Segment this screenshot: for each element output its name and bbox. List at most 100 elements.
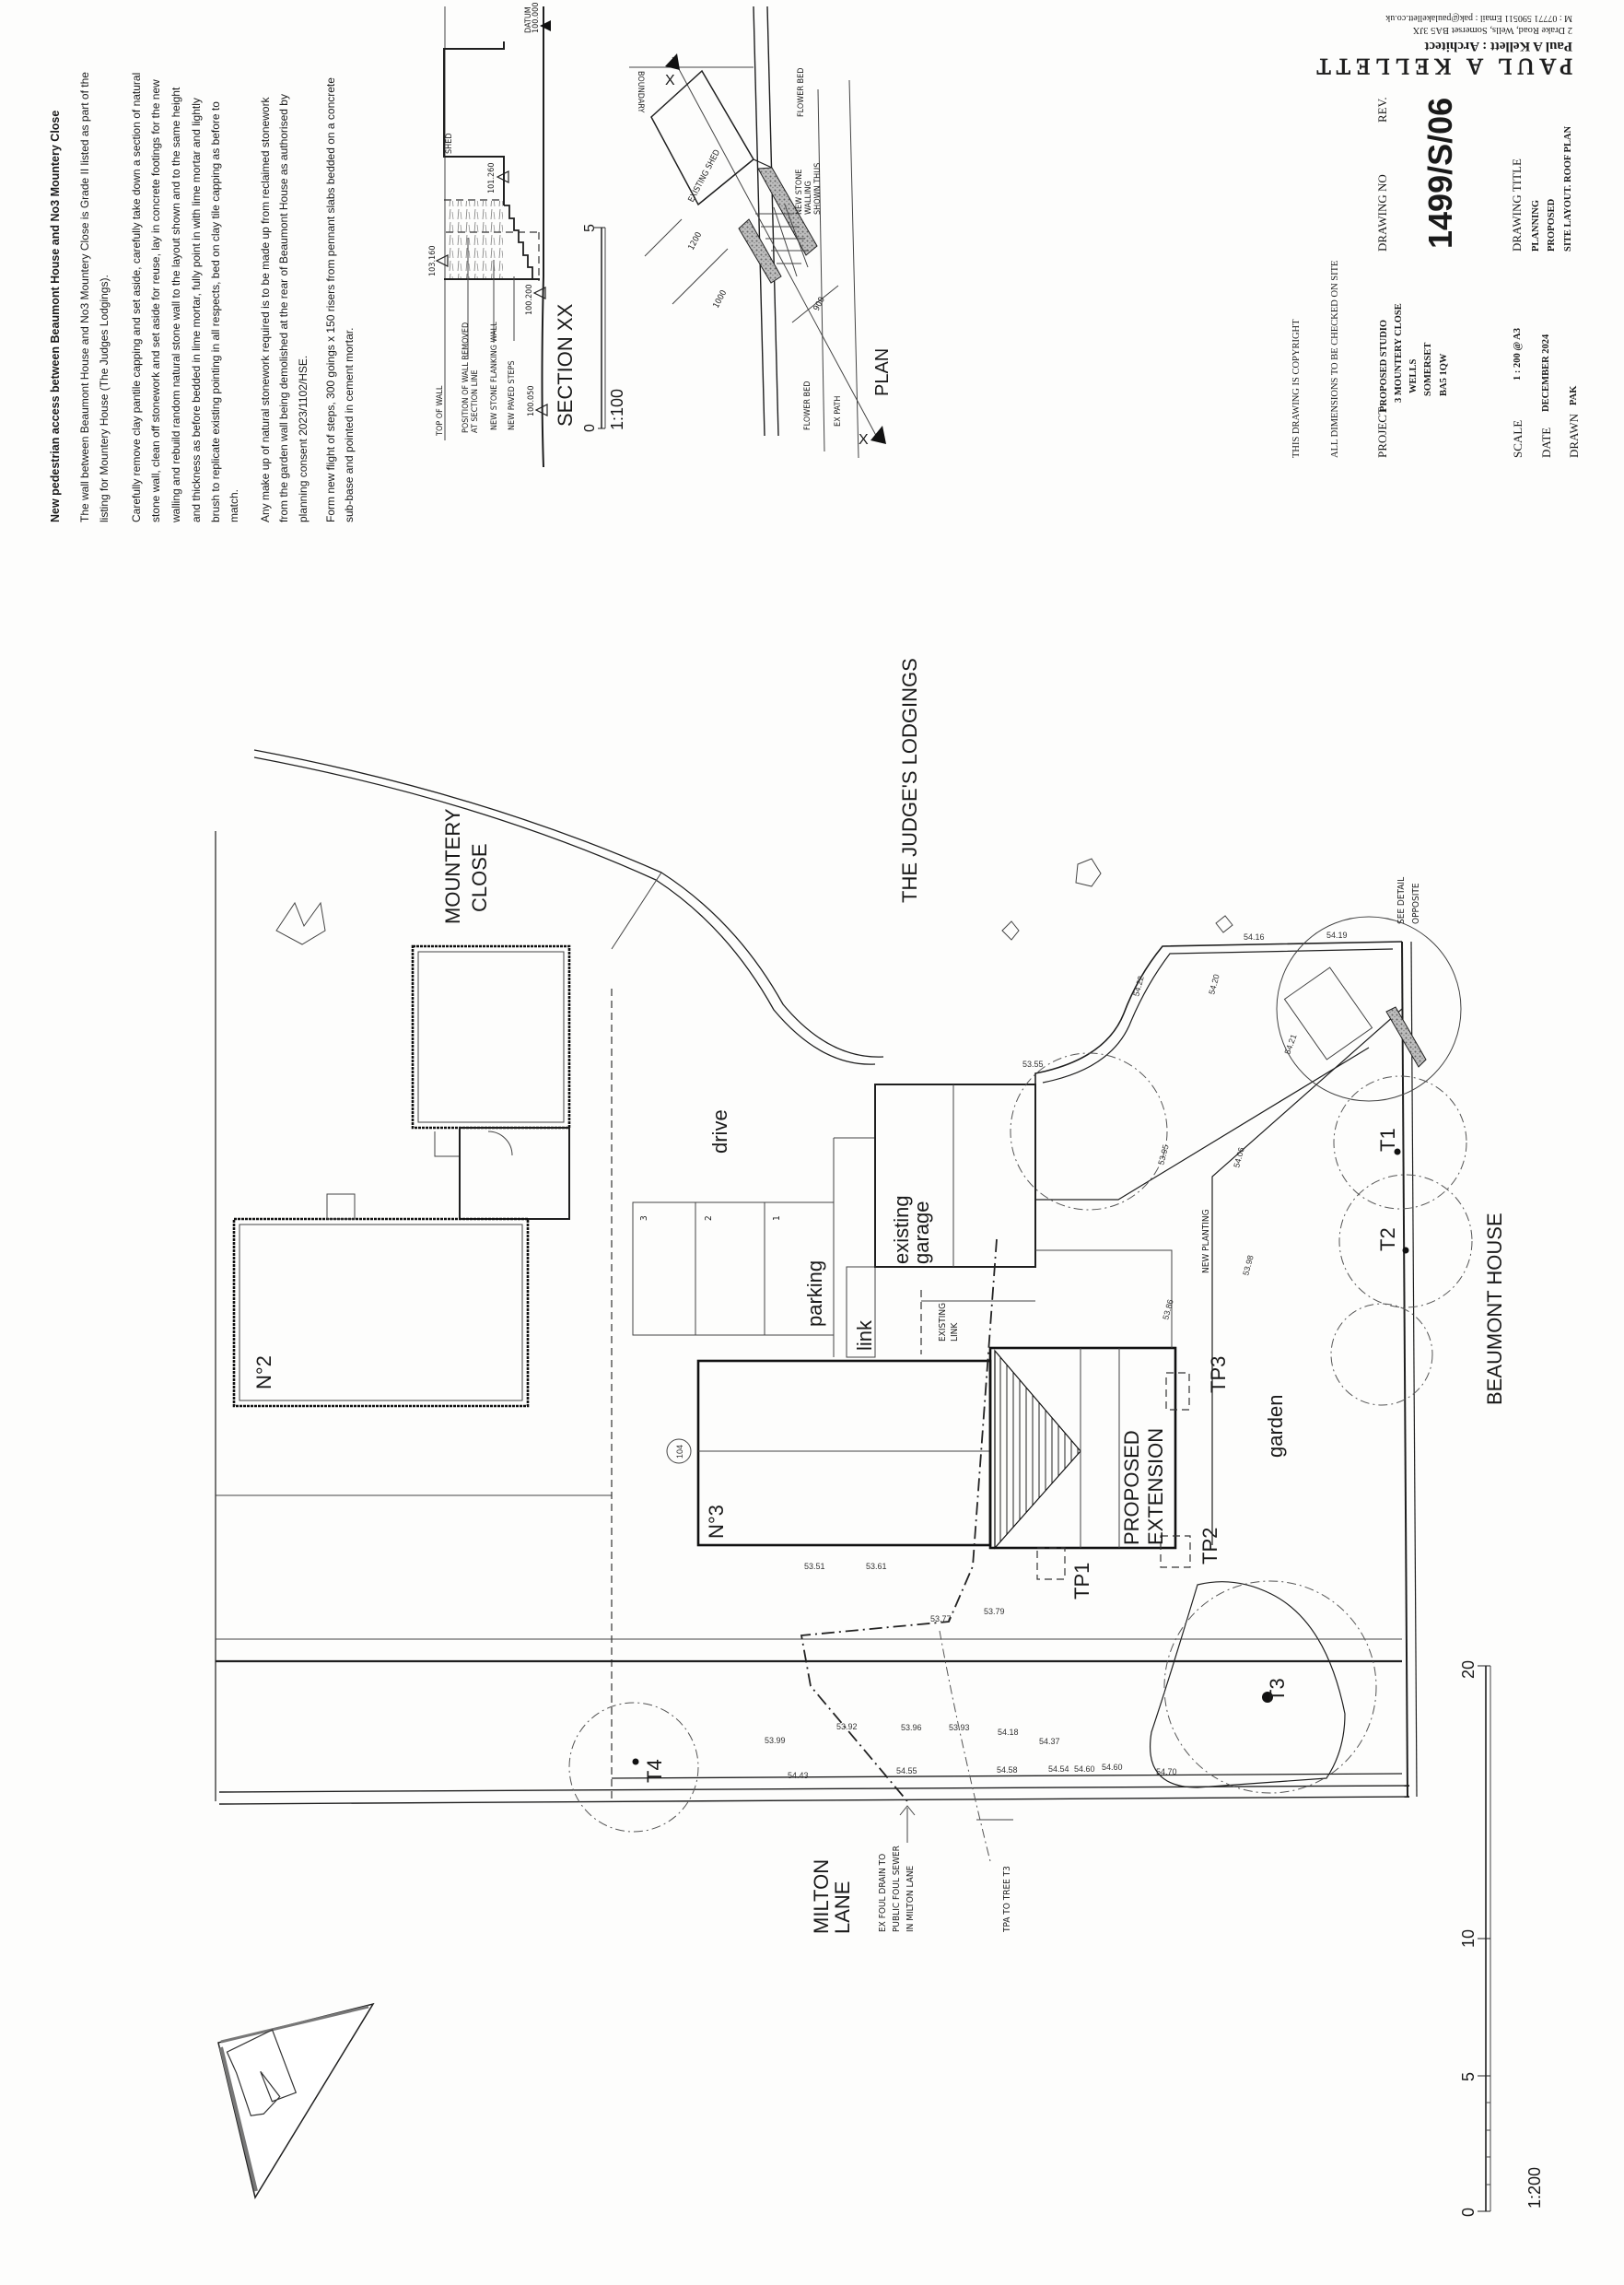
section-marker-icon <box>665 53 680 70</box>
notes-line: stone wall, clean off stonework and set … <box>149 79 162 522</box>
label-flanking-wall: NEW STONE FLANKING WALL <box>490 322 499 430</box>
drawn-label: DRAWN <box>1567 413 1581 458</box>
copyright-note: THIS DRAWING IS COPYRIGHT <box>1291 319 1302 458</box>
level-104-marker <box>666 1438 692 1464</box>
scale-ratio: 1:200 <box>1525 2167 1544 2209</box>
notes-paragraph-4: Form new flight of steps, 300 goings x 1… <box>324 77 356 522</box>
spot-level: 53.61 <box>866 1562 887 1571</box>
shrub-icons <box>275 858 1233 945</box>
spot-level: 54.16 <box>1244 932 1265 942</box>
notes-paragraph-3: Any make up of natural stonework require… <box>259 94 310 522</box>
detail-callout-circle <box>1276 916 1462 1102</box>
project-line: BA5 1QW <box>1439 353 1449 396</box>
building-no3 <box>696 1359 992 1547</box>
project-line: WELLS <box>1408 358 1419 393</box>
spot-level: 54.55 <box>896 1766 917 1775</box>
drawing-title-line: PROPOSED <box>1547 198 1557 252</box>
label-foul-drain: PUBLIC FOUL SEWER <box>892 1846 902 1932</box>
spot-level: 54.54 <box>1048 1764 1069 1774</box>
level-marker-icon <box>496 170 509 183</box>
plan-detail: X X BOUNDARY EXISTING SHED FLOWER BED NE… <box>629 6 893 459</box>
drawn-value: PAK <box>1569 385 1579 405</box>
tree-canopies <box>568 916 1473 1833</box>
existing-garage <box>874 1084 1036 1268</box>
spot-level: 54.70 <box>1156 1767 1177 1776</box>
parking-bay-number: 1 <box>772 1215 782 1221</box>
spot-level: 54.06 <box>1232 1146 1245 1168</box>
spot-level: 54.43 <box>788 1771 809 1780</box>
label-datum-value: 100.000 <box>532 3 541 33</box>
drawing-no-label: DRAWING NO <box>1375 174 1389 252</box>
label-boundary: BOUNDARY <box>636 71 645 112</box>
foul-drain-route <box>800 1238 998 1802</box>
garden-path <box>1150 1581 1346 1788</box>
wall-removed-area <box>446 201 503 280</box>
label-judges-lodgings: THE JUDGE'S LODGINGS <box>898 658 921 903</box>
beaumont-boundary <box>1401 941 1408 1798</box>
label-milton-lane: LANE <box>831 1881 854 1934</box>
date-value: DECEMBER 2024 <box>1541 334 1551 412</box>
label-tree-t1: T1 <box>1376 1128 1399 1152</box>
plan-title: PLAN <box>872 348 893 396</box>
scale-tick-label: 0 <box>1459 2208 1478 2217</box>
label-existing-shed: EXISTING SHED <box>687 148 722 204</box>
label-flower-bed: FLOWER BED <box>803 381 812 430</box>
spot-level: 53.77 <box>930 1614 952 1623</box>
tree-t2-canopy <box>1338 1174 1473 1308</box>
spot-level: 54.21 <box>1282 1033 1298 1056</box>
label-foul-drain: IN MILTON LANE <box>905 1865 916 1932</box>
proposed-extension <box>988 1346 1177 1550</box>
tp3-box <box>1165 1372 1190 1411</box>
link-building <box>459 1127 570 1220</box>
label-wall-removed: AT SECTION LINE <box>471 369 480 433</box>
building-no2 <box>232 1217 530 1408</box>
tree-t1-canopy <box>1333 1075 1467 1210</box>
label-tp2: TP2 <box>1198 1528 1221 1564</box>
notes-line: from the garden wall being demolished at… <box>277 94 290 522</box>
notes-line: walling and rebuild random natural stone… <box>169 87 182 523</box>
title-block: PAUL A KELLETT Paul A Kellett : Architec… <box>1291 13 1581 458</box>
drawing-title-line: SITE LAYOUT. ROOF PLAN <box>1563 125 1573 252</box>
tree-t4-canopy <box>568 1702 699 1833</box>
scale-label: SCALE <box>1511 420 1525 458</box>
scale-tick-label: 5 <box>582 224 598 232</box>
shed-outline <box>443 41 505 205</box>
label-existing-garage: garage <box>910 1201 933 1264</box>
spot-level: 53.96 <box>901 1723 922 1732</box>
label-top-of-wall: TOP OF WALL <box>436 385 445 437</box>
label-proposed-extension: EXTENSION <box>1144 1428 1167 1545</box>
drawing-title-label: DRAWING TITLE <box>1510 158 1524 252</box>
practice-contact: M : 07771 590511 Email : pak@paulakellet… <box>1385 13 1572 23</box>
drawing-title: PLANNING PROPOSED SITE LAYOUT. ROOF PLAN <box>1531 125 1573 252</box>
label-new-walling: NEW STONE <box>795 170 804 215</box>
dimension-label: 900 <box>812 296 827 312</box>
spot-level: 53.95 <box>1156 1143 1170 1166</box>
label-new-walling: SHOWN THUS <box>813 163 823 215</box>
notes-line: sub-base and pointed in cement mortar. <box>343 328 356 522</box>
section-xx: TOP OF WALL POSITION OF WALL REMOVED AT … <box>428 3 626 468</box>
project-label: PROJECT <box>1375 407 1389 458</box>
mountery-close-edge <box>253 749 884 1058</box>
label-new-walling: WALLING <box>804 181 813 215</box>
garden-top-wall <box>1034 941 1403 1084</box>
label-mountery-close: CLOSE <box>468 843 491 912</box>
tree-t3-canopy <box>1163 1580 1377 1794</box>
level-marker-icon <box>534 404 548 416</box>
spot-level: 54.60 <box>1074 1764 1095 1774</box>
label-tree-t4: T4 <box>643 1759 666 1783</box>
label-datum: DATUM <box>524 6 533 33</box>
spot-level: 53.86 <box>1161 1298 1174 1320</box>
section-scale: 1:100 <box>608 389 626 430</box>
section-scale-bar: 0 5 <box>582 224 606 432</box>
milton-lane-edge <box>218 1785 1410 1793</box>
scale-tick-label: 10 <box>1459 1929 1478 1948</box>
parking-bay-number: 2 <box>704 1215 714 1221</box>
label-tpa-note: TPA TO TREE T3 <box>1002 1866 1012 1933</box>
north-arrow-icon: N <box>217 2002 375 2199</box>
label-no2: N°2 <box>252 1355 275 1389</box>
notes-line: Carefully remove clay pantile capping an… <box>130 73 143 522</box>
link <box>846 1266 876 1358</box>
label-see-detail: SEE DETAIL <box>1396 877 1407 924</box>
ground-line <box>541 6 544 468</box>
